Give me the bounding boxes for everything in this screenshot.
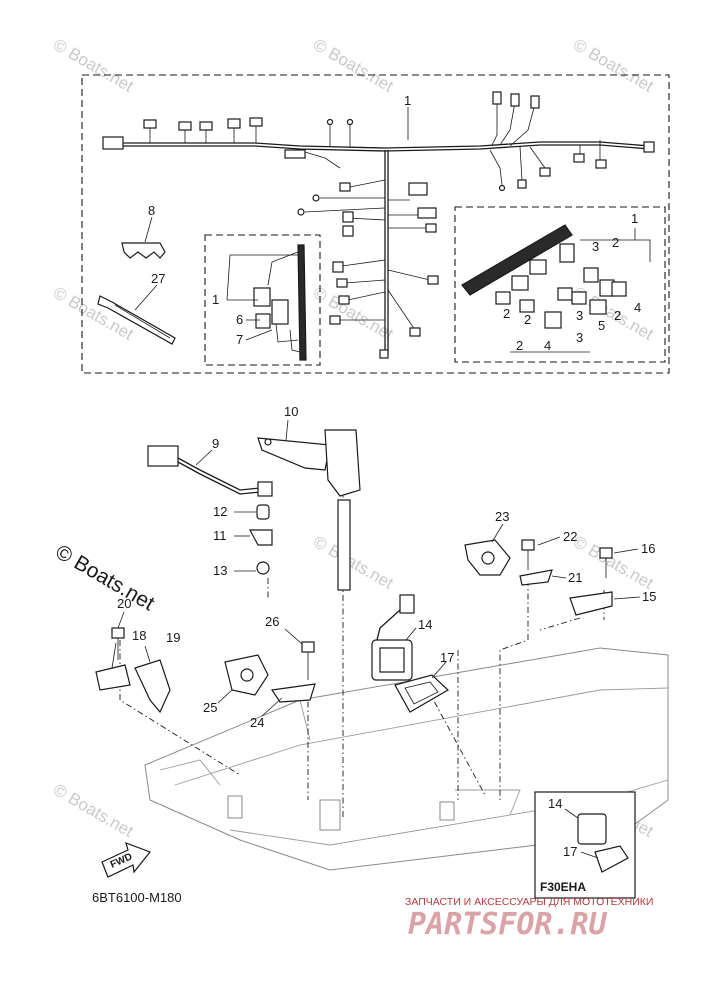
- part-8-clip: [121, 242, 166, 259]
- callout: 10: [284, 404, 298, 419]
- callout: 16: [641, 541, 655, 556]
- callout: 1: [404, 93, 411, 108]
- callout: 2: [516, 338, 523, 353]
- sensor-sub-box: [204, 234, 321, 366]
- site-logo: PARTSFOR.RU: [408, 907, 608, 942]
- variant-inset: F30EHA: [534, 791, 636, 899]
- part-9-harness: [147, 445, 273, 497]
- watermark: © Boats.net: [310, 532, 397, 593]
- watermark: © Boats.net: [50, 780, 137, 841]
- watermark: © Boats.net: [310, 35, 397, 96]
- callout: 5: [598, 318, 605, 333]
- callout: 23: [495, 509, 509, 524]
- promo-text: ЗАПЧАСТИ И АКСЕССУАРЫ ДЛЯ МОТОТЕХНИКИ: [405, 896, 653, 908]
- callout: 18: [132, 628, 146, 643]
- callout: 3: [592, 239, 599, 254]
- callout: 25: [203, 700, 217, 715]
- callout: 6: [236, 312, 243, 327]
- part-27-cable-tie: [97, 295, 176, 345]
- connector-sub-box: [454, 206, 666, 363]
- fwd-arrow: FWD: [101, 842, 151, 878]
- rectifier-components: [371, 594, 449, 713]
- callout: 14: [548, 796, 562, 811]
- callout: 19: [166, 630, 180, 645]
- watermark: © Boats.net: [570, 35, 657, 96]
- wire-harness: [102, 91, 655, 359]
- sensor-harness: [253, 244, 307, 361]
- callout: 7: [236, 332, 243, 347]
- callout: 4: [544, 338, 551, 353]
- callout: 2: [524, 312, 531, 327]
- watermark-dark: © Boats.net: [52, 540, 159, 615]
- callout: 15: [642, 589, 656, 604]
- callout: 11: [213, 528, 227, 543]
- connector-set: [461, 224, 627, 329]
- callout: 20: [117, 596, 131, 611]
- callouts: 1 8 27 1 6 7 1 3 2 4 5 2 2 2 2 4 3 3 10 …: [117, 93, 656, 859]
- diagram-code: 6BT6100-M180: [92, 890, 182, 905]
- callout: 1: [212, 292, 219, 307]
- callout: 4: [634, 300, 641, 315]
- right-components: [464, 539, 613, 616]
- callout: 27: [151, 271, 165, 286]
- callout: 9: [212, 436, 219, 451]
- callout: 17: [440, 650, 454, 665]
- callout: 24: [250, 715, 264, 730]
- callout: 26: [265, 614, 279, 629]
- harness-group-box: [81, 74, 670, 374]
- callout: 12: [213, 504, 227, 519]
- part-10-bracket: [257, 429, 361, 591]
- callout: 21: [568, 570, 582, 585]
- callout: 3: [576, 308, 583, 323]
- center-left-components: [224, 641, 316, 703]
- callout: 14: [418, 617, 432, 632]
- assembly-lines: [119, 460, 605, 820]
- variant-label: F30EHA: [540, 880, 586, 894]
- callout: 2: [612, 235, 619, 250]
- callout: 22: [563, 529, 577, 544]
- left-components: [95, 627, 171, 714]
- callout: 13: [213, 563, 227, 578]
- small-fasteners: [249, 504, 273, 575]
- callout: 2: [503, 306, 510, 321]
- watermark: © Boats.net: [50, 35, 137, 96]
- callout: 17: [563, 844, 577, 859]
- callout-leaders: [111, 107, 651, 717]
- callout: 3: [576, 330, 583, 345]
- callout: 2: [614, 308, 621, 323]
- callout: 1: [631, 211, 638, 226]
- callout: 8: [148, 203, 155, 218]
